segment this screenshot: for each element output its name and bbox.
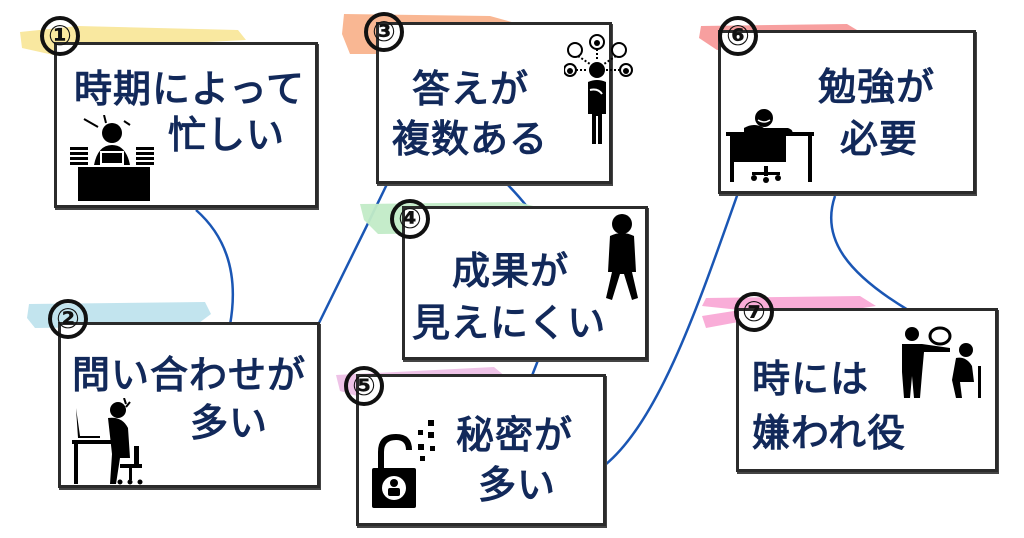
sleeping-at-desk-icon bbox=[726, 109, 814, 183]
number-badge-7: ⑦ bbox=[734, 292, 774, 332]
number-badge-4: ④ bbox=[390, 199, 430, 239]
connector-5-6 bbox=[604, 192, 740, 466]
number-badge-1: ① bbox=[40, 16, 80, 56]
card-4-line-1: 成果が bbox=[452, 249, 570, 293]
connector-1-2 bbox=[195, 209, 235, 326]
card-7-line-2: 嫌われ役 bbox=[752, 411, 907, 455]
card-3-line-2: 複数ある bbox=[392, 117, 549, 161]
number-badge-5: ⑤ bbox=[344, 366, 384, 406]
card-3 bbox=[376, 22, 612, 184]
card-4 bbox=[402, 206, 648, 360]
stressed-at-desk-icon bbox=[72, 398, 143, 485]
unlocked-padlock-icon bbox=[372, 420, 435, 508]
scolding-person-icon bbox=[902, 326, 981, 398]
connector-6-7 bbox=[829, 195, 909, 312]
number-badge-6: ⑥ bbox=[718, 16, 758, 56]
card-2-line-1: 問い合わせが bbox=[72, 353, 307, 397]
card-7-line-1: 時には bbox=[752, 357, 870, 401]
card-1-line-2: 忙しい bbox=[168, 113, 286, 157]
card-2 bbox=[58, 322, 320, 488]
card-6-line-1: 勉強が bbox=[818, 65, 936, 109]
card-5-line-2: 多い bbox=[478, 463, 557, 507]
card-5-line-1: 秘密が bbox=[456, 413, 574, 457]
busy-at-desk-icon bbox=[70, 115, 154, 201]
dejected-person-icon bbox=[606, 214, 638, 300]
number-badge-2: ② bbox=[48, 299, 88, 339]
card-1-line-1: 時期によって bbox=[74, 67, 305, 111]
card-6-line-2: 必要 bbox=[840, 117, 919, 161]
card-3-line-1: 答えが bbox=[412, 67, 530, 111]
card-4-line-2: 見えにくい bbox=[412, 301, 607, 345]
thinking-person-options-icon bbox=[564, 34, 633, 144]
number-badge-3: ③ bbox=[364, 12, 404, 52]
connector-2-3 bbox=[316, 181, 390, 326]
card-2-line-2: 多い bbox=[190, 401, 269, 445]
